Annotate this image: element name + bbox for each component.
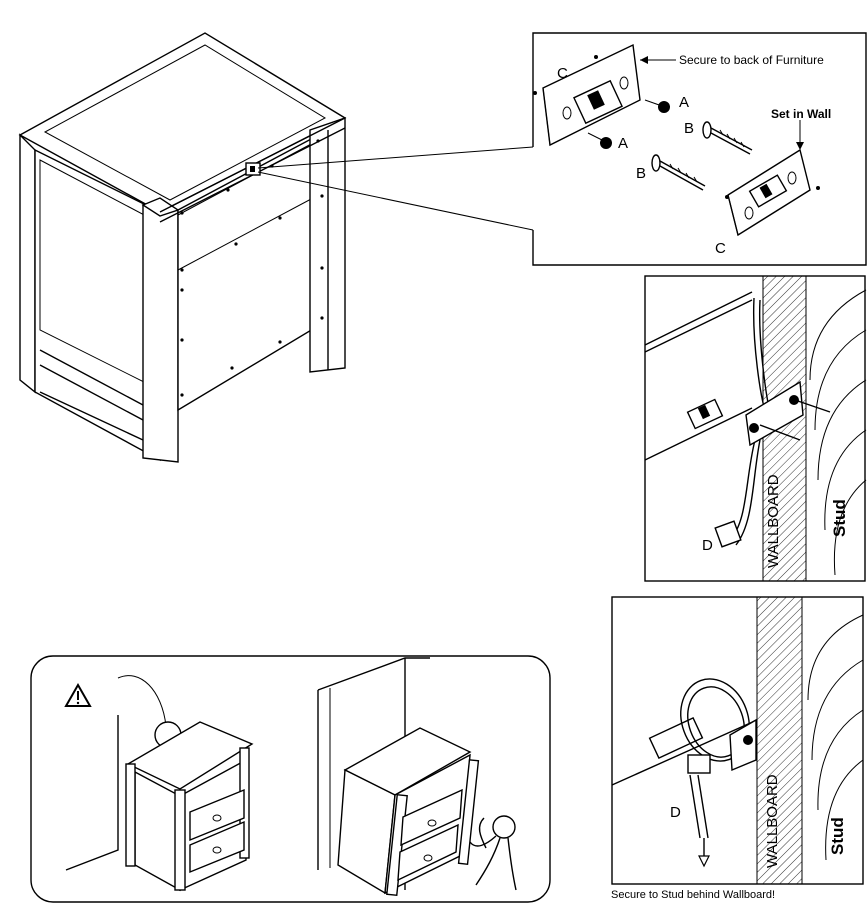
wallboard-label: WALLBOARD: [764, 774, 781, 868]
label-d: D: [702, 537, 713, 554]
secure-back-label: Secure to back of Furniture: [679, 53, 824, 67]
label-c: C: [557, 65, 568, 82]
cabinet-back-view: [18, 32, 347, 463]
label-b: B: [636, 165, 646, 182]
label-d: D: [670, 804, 681, 821]
wallboard-label: WALLBOARD: [765, 474, 782, 568]
stud-label: Stud: [830, 499, 849, 537]
screw-b-icon: [702, 121, 753, 155]
screw-b-icon: [651, 154, 706, 191]
wall-detail-panel-1: WALLBOARD Stud D: [644, 275, 867, 582]
screw-a-icon: [587, 132, 612, 149]
stud-label: Stud: [828, 817, 847, 855]
set-in-wall-label: Set in Wall: [771, 107, 831, 121]
nightstand-secured: [125, 721, 254, 892]
hardware-callout-box: Secure to back of Furniture Set in Wall …: [532, 32, 867, 266]
label-a: A: [679, 94, 689, 111]
person-figure: [469, 815, 517, 891]
tip-over-warning-panel: [30, 655, 551, 903]
callout-lines: [257, 146, 534, 231]
label-c: C: [715, 240, 726, 257]
screw-a-icon: [644, 99, 670, 113]
wall-detail-panel-2: WALLBOARD Stud D Secure to Stud behind W…: [611, 596, 864, 901]
label-a: A: [618, 135, 628, 152]
nightstand-tipping: [337, 727, 480, 897]
warning-triangle-icon: [64, 682, 92, 707]
stud-caption: Secure to Stud behind Wallboard!: [611, 889, 775, 901]
label-b: B: [684, 120, 694, 137]
